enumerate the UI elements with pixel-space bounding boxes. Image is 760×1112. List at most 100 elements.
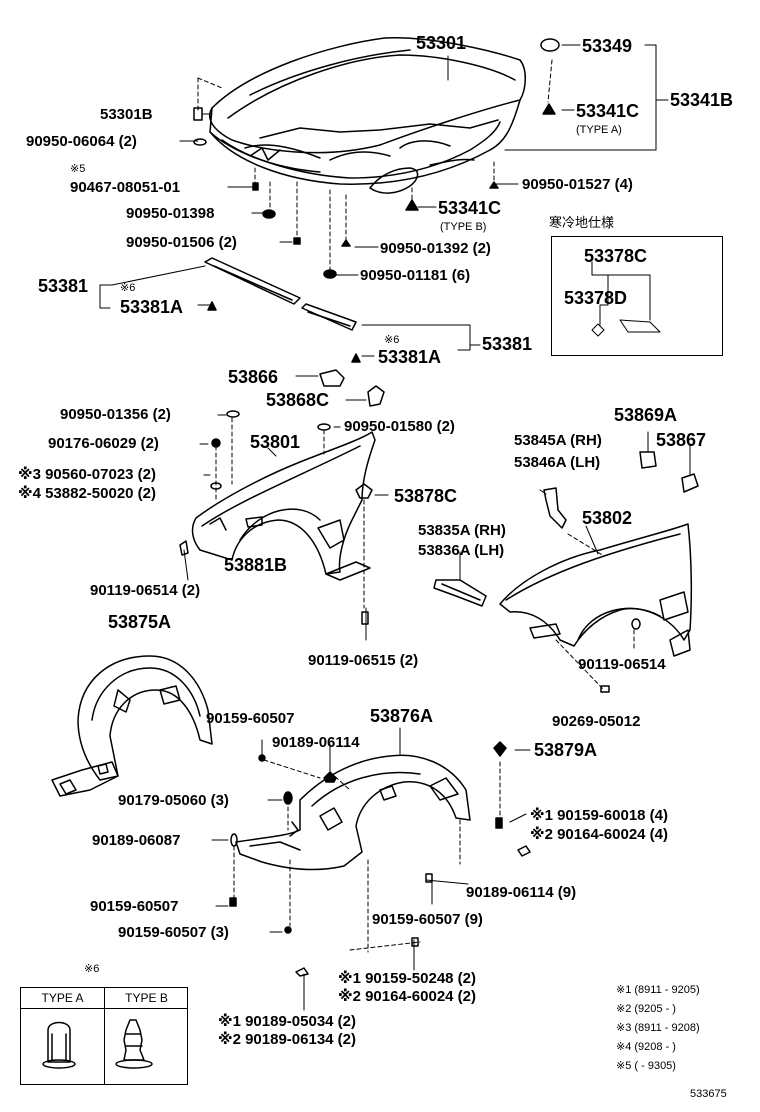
type-note: (TYPE B): [440, 221, 487, 233]
hood-solid-leaders: [179, 44, 669, 276]
part-label: ※4 53882-50020 (2): [18, 485, 157, 502]
footnote-2: ※2 (9205 - ): [616, 1003, 676, 1015]
part-label: 53881B: [224, 555, 288, 575]
part-label: 90119-06515 (2): [308, 652, 419, 669]
legend-col-b: TYPE B: [104, 988, 188, 1084]
part-label: 53341C: [576, 101, 640, 121]
fender-lh-hardware: [210, 410, 373, 625]
part-label: 53301: [416, 33, 467, 53]
part-label: ※1 90159-50248 (2): [338, 970, 477, 987]
part-label: 90189-06114: [272, 734, 360, 751]
legend-col-a: TYPE A: [21, 988, 104, 1084]
part-label: 53835A (RH): [418, 522, 506, 539]
seal-drawings: [204, 257, 357, 331]
part-label: 53801: [250, 432, 301, 452]
part-label: 90159-60507: [90, 898, 179, 915]
part-label: 90189-06114 (9): [466, 884, 577, 901]
part-label: 53836A (LH): [418, 542, 505, 559]
part-label: 90119-06514 (2): [90, 582, 201, 599]
fender-lh-leaders: [215, 417, 365, 609]
part-label: 90269-05012: [552, 713, 641, 730]
part-label: 53381: [482, 334, 533, 354]
seal-leaders: [99, 265, 481, 357]
cold-spec-title: 寒冷地仕様: [549, 215, 615, 230]
part-label: 90950-06064 (2): [26, 133, 137, 150]
part-label: 90950-01527 (4): [522, 176, 633, 193]
part-label: 53341C: [438, 198, 502, 218]
part-label: 53846A (LH): [514, 454, 601, 471]
part-label: 53378C: [584, 246, 648, 266]
part-label: 90467-08051-01: [70, 179, 181, 196]
liner-53876a-leaders: [233, 759, 501, 953]
part-label: 53381A: [120, 297, 184, 317]
footnote-4: ※4 (9208 - ): [616, 1041, 676, 1053]
hood-hardware: [193, 38, 560, 279]
fender-rh-drawing: [433, 451, 699, 657]
part-label: 53301B: [100, 106, 153, 123]
legend-type-a-label: TYPE A: [21, 988, 104, 1009]
part-label: ※2 90164-60024 (2): [338, 988, 477, 1005]
part-label: 90119-06514: [578, 656, 666, 673]
part-label: 53845A (RH): [514, 432, 602, 449]
legend-type-b-label: TYPE B: [105, 988, 188, 1009]
fender-lh-solid: [183, 414, 389, 641]
part-label: 53341B: [670, 90, 734, 110]
part-label: 90159-60507 (3): [118, 924, 229, 941]
fender-lh-drawing: [179, 431, 376, 581]
part-label: 53875A: [108, 612, 172, 632]
part-label: 90950-01398: [126, 205, 215, 222]
part-label: 90950-01181 (6): [360, 267, 471, 284]
footnote-1: ※1 (8911 - 9205): [616, 984, 700, 996]
part-label: 53802: [582, 508, 633, 528]
part-label: 53867: [656, 430, 707, 450]
part-label: 90159-60507: [206, 710, 295, 727]
cold-spec-drawing: [591, 261, 661, 337]
legend-clip-type-a: [42, 1021, 76, 1069]
part-label: ※1 90159-60018 (4): [530, 807, 669, 824]
hood-drawing: [209, 37, 526, 194]
fender-rh-solid: [459, 431, 691, 581]
mid-small-parts: [295, 369, 385, 407]
part-label: ※3 90560-07023 (2): [18, 466, 157, 483]
note-mark: ※6: [384, 334, 400, 346]
part-label: 90176-06029 (2): [48, 435, 159, 452]
part-label: 53869A: [614, 405, 678, 425]
clip-type-legend: TYPE A TYPE B: [20, 987, 188, 1085]
fender-rh-leaders: [555, 533, 635, 691]
cold-region-spec-box: [551, 236, 723, 356]
part-label: 90950-01356 (2): [60, 406, 171, 423]
part-label: 53378D: [564, 288, 628, 308]
part-label: 53381A: [378, 347, 442, 367]
part-label: ※2 90189-06134 (2): [218, 1031, 357, 1048]
part-label: 90189-06087: [92, 832, 181, 849]
note-mark: ※5: [70, 163, 86, 175]
part-label: 90950-01580 (2): [344, 418, 455, 435]
footnote-5: ※5 ( - 9305): [616, 1060, 676, 1072]
part-label: 53878C: [394, 486, 458, 506]
fender-rh-hardware: [600, 618, 641, 693]
note-mark: ※6: [120, 282, 136, 294]
hood-leaders: [197, 59, 553, 271]
part-label: 53879A: [534, 740, 598, 760]
seal-hardware: [207, 301, 361, 363]
diagram-id: 533675: [690, 1088, 727, 1100]
part-label: ※2 90164-60024 (4): [530, 826, 669, 843]
footnote-3: ※3 (8911 - 9208): [616, 1022, 700, 1034]
liner-53876a-drawing: [235, 754, 471, 871]
legend-mark: ※6: [84, 963, 100, 975]
part-label: 53349: [582, 36, 633, 56]
part-label: 53868C: [266, 390, 330, 410]
legend-clip-type-b: [115, 1019, 153, 1069]
part-label: 53876A: [370, 706, 434, 726]
part-label: 90950-01506 (2): [126, 234, 237, 251]
liner-53876a-solid: [211, 727, 531, 1011]
liner-hardware: [229, 741, 531, 977]
part-label: 90179-05060 (3): [118, 792, 229, 809]
part-label: ※1 90189-05034 (2): [218, 1013, 357, 1030]
part-label: 90950-01392 (2): [380, 240, 491, 257]
part-label: 53866: [228, 367, 279, 387]
type-note: (TYPE A): [576, 124, 622, 136]
part-label: 90159-60507 (9): [372, 911, 483, 928]
